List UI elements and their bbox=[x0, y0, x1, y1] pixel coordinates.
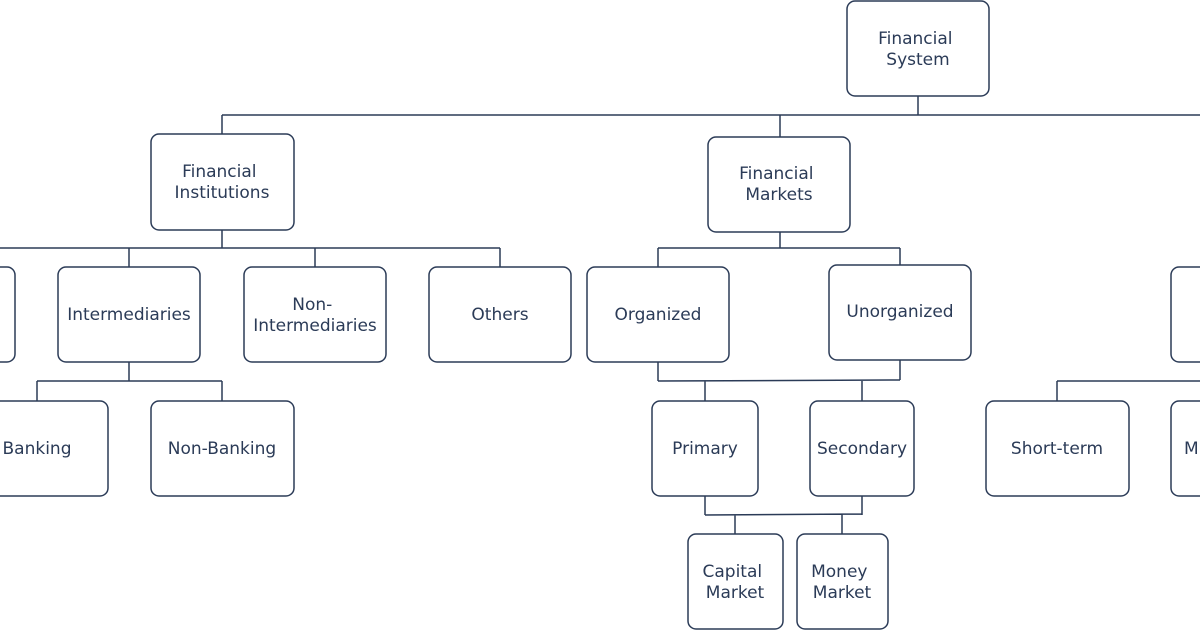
node-secondary: Secondary bbox=[809, 400, 915, 497]
svg-text:Financial Markets: Financial Markets bbox=[739, 164, 819, 205]
node-banking-line1: Banking bbox=[3, 439, 72, 459]
node-capital-market-line2: Market bbox=[706, 583, 765, 603]
node-intermediaries: Intermediaries bbox=[57, 266, 201, 363]
svg-text:Financial Institutions: Financial Institutions bbox=[175, 162, 270, 203]
node-unorganized: Unorganized bbox=[828, 264, 972, 361]
connector-system-to-level1 bbox=[221, 96, 1200, 137]
node-non-banking: Non-Banking bbox=[150, 400, 295, 497]
node-capital-market-line1: Capital bbox=[702, 562, 762, 582]
node-financial-markets-line1: Financial bbox=[739, 164, 813, 184]
node-financial-markets: Financial Markets bbox=[707, 136, 851, 233]
node-financial-system-line2: System bbox=[886, 50, 949, 70]
node-capital-market: Capital Market bbox=[687, 533, 784, 630]
svg-text:Organized: Organized bbox=[615, 305, 702, 325]
svg-text:Others: Others bbox=[471, 305, 528, 325]
node-short-term-line1: Short-term bbox=[1011, 439, 1103, 459]
svg-text:Intermediaries: Intermediaries bbox=[67, 305, 191, 325]
node-others: Others bbox=[428, 266, 572, 363]
svg-text:Secondary: Secondary bbox=[817, 439, 907, 459]
svg-text:Unorganized: Unorganized bbox=[846, 302, 953, 322]
node-partial-m-line1: M bbox=[1184, 439, 1199, 459]
svg-text:Short-term: Short-term bbox=[1011, 439, 1103, 459]
node-organized: Organized bbox=[586, 266, 730, 363]
node-non-intermediaries-line2: Intermediaries bbox=[253, 316, 377, 336]
node-banking: Banking bbox=[0, 400, 109, 497]
svg-text:Banking: Banking bbox=[3, 439, 72, 459]
svg-text:Non- Intermediaries: Non- Intermediaries bbox=[253, 295, 377, 336]
connector-institutions-to-children bbox=[0, 230, 501, 267]
node-financial-institutions: Financial Institutions bbox=[150, 133, 295, 231]
node-organized-line1: Organized bbox=[615, 305, 702, 325]
connector-markets-to-children bbox=[657, 232, 901, 267]
node-partial-m: M bbox=[1170, 400, 1200, 497]
connector-intermediaries-to-children bbox=[36, 362, 223, 401]
node-unorganized-line1: Unorganized bbox=[846, 302, 953, 322]
node-short-term: Short-term bbox=[985, 400, 1130, 497]
connector-primary-secondary-to-children bbox=[704, 496, 863, 534]
svg-text:Financial System: Financial System bbox=[878, 29, 958, 70]
node-non-intermediaries: Non- Intermediaries bbox=[243, 266, 387, 363]
node-money-market-line2: Market bbox=[813, 583, 872, 603]
node-money-market: Money Market bbox=[796, 533, 889, 630]
connector-right-branch bbox=[1056, 380, 1200, 401]
node-financial-system: Financial System bbox=[846, 0, 990, 97]
node-financial-system-line1: Financial bbox=[878, 29, 952, 49]
node-financial-markets-line2: Markets bbox=[745, 185, 812, 205]
svg-text:Money Market: Money Market bbox=[811, 562, 873, 603]
node-financial-institutions-line2: Institutions bbox=[175, 183, 270, 203]
connector-organized-unorganized-to-children bbox=[657, 360, 901, 401]
node-primary: Primary bbox=[651, 400, 759, 497]
connectors bbox=[0, 96, 1200, 534]
svg-text:Primary: Primary bbox=[672, 439, 738, 459]
node-non-intermediaries-line1: Non- bbox=[292, 295, 332, 315]
svg-text:M: M bbox=[1184, 439, 1199, 459]
node-partial-left bbox=[0, 266, 16, 363]
node-intermediaries-line1: Intermediaries bbox=[67, 305, 191, 325]
node-partial-right-upper bbox=[1170, 266, 1200, 363]
node-others-line1: Others bbox=[471, 305, 528, 325]
node-non-banking-line1: Non-Banking bbox=[168, 439, 276, 459]
node-secondary-line1: Secondary bbox=[817, 439, 907, 459]
node-financial-institutions-line1: Financial bbox=[182, 162, 256, 182]
node-primary-line1: Primary bbox=[672, 439, 738, 459]
svg-text:Capital Market: Capital Market bbox=[702, 562, 767, 603]
node-money-market-line1: Money bbox=[811, 562, 867, 582]
svg-text:Non-Banking: Non-Banking bbox=[168, 439, 276, 459]
